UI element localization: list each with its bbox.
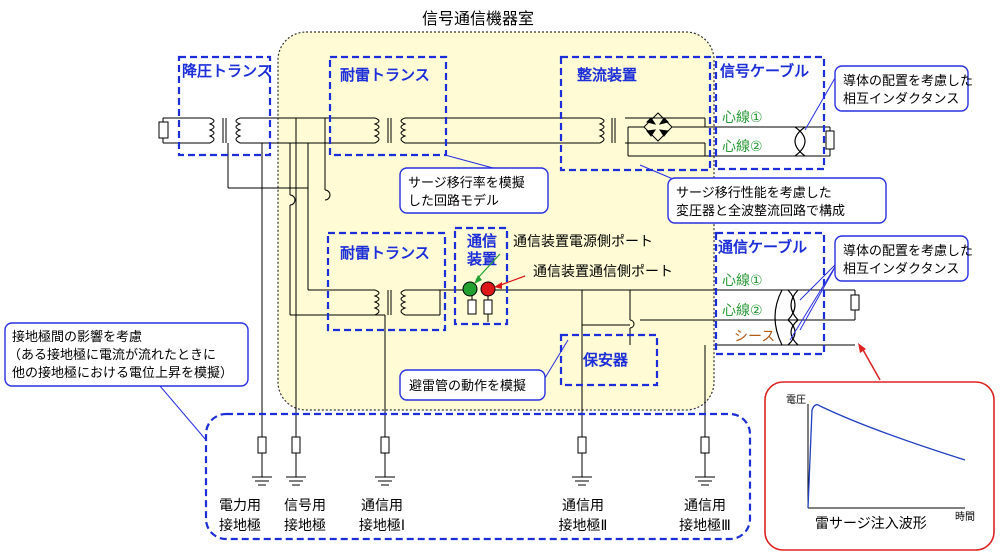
- surge-waveform-inset: 電圧 時間 雷サージ注入波形: [764, 343, 995, 551]
- callout-surge-performance: サージ移行性能を考慮した 変圧器と全波整流回路で構成: [639, 164, 887, 224]
- comm-core2-label: 心線②: [722, 303, 763, 319]
- callout-ground-line3: 他の接地極における電位上昇を模擬）: [12, 365, 233, 381]
- signal-cable-label: 信号ケーブル: [720, 62, 809, 80]
- ground-label-comm1-2: 接地極Ⅰ: [359, 517, 405, 534]
- equipment-room-area: [277, 31, 715, 411]
- diode-bridge: [628, 112, 705, 142]
- comm-port-label: 通信装置通信側ポート: [533, 264, 673, 280]
- comm-core1-label: 心線①: [722, 273, 763, 289]
- wiring: [158, 117, 860, 486]
- rectifier-label: 整流装置: [577, 66, 637, 84]
- waveform-xlabel: 時間: [955, 511, 975, 523]
- ground-label-signal-2: 接地極: [284, 517, 326, 534]
- callout-surge-model-line1: サージ移行率を模擬: [408, 175, 525, 191]
- protector-box: [559, 333, 659, 387]
- callout-mutual-mid: 導体の配置を考慮した 相互インダクタンス: [789, 235, 973, 341]
- callout-surge-model-line2: した回路モデル: [408, 193, 499, 209]
- ground-label-power-1: 電力用: [219, 498, 261, 514]
- ground-label-comm2-2: 接地極Ⅱ: [559, 517, 608, 534]
- power-port-label: 通信装置電源側ポート: [513, 234, 653, 250]
- waveform-caption: 雷サージ注入波形: [815, 516, 927, 532]
- ground-label-comm3-1: 通信用: [684, 498, 726, 514]
- lightning-transformer-mid-box: [326, 231, 447, 332]
- callout-mutual-top-line2: 相互インダクタンス: [843, 92, 959, 107]
- comm-device-label-1: 通信: [467, 232, 497, 250]
- ground-electrodes: [252, 436, 715, 486]
- comm-cable-box: [714, 231, 826, 356]
- transformer-coils: [208, 117, 616, 316]
- callout-surge-performance-line2: 変圧器と全波整流回路で構成: [676, 203, 845, 219]
- signal-core1-label: 心線①: [722, 110, 763, 126]
- callout-arrester-text: 避雷管の動作を模擬: [409, 378, 526, 394]
- comm-cable-label: 通信ケーブル: [718, 238, 807, 256]
- waveform-ylabel: 電圧: [786, 394, 806, 406]
- power-port-dot: [462, 281, 478, 297]
- surge-curve: [807, 404, 966, 509]
- comm-device-box: [453, 226, 509, 326]
- ground-electrodes-box: [204, 412, 752, 541]
- ground-label-comm2-1: 通信用: [562, 498, 604, 514]
- callout-ground-line2: （ある接地極に電流が流れたときに: [8, 347, 216, 363]
- signal-core2-label: 心線②: [722, 139, 763, 155]
- room-title: 信号通信機器室: [422, 9, 534, 28]
- protector-label: 保安器: [582, 351, 629, 369]
- callout-ground-influence: 接地極間の影響を考慮 （ある接地極に電流が流れたときに 他の接地極における電位上…: [4, 322, 249, 441]
- ground-label-power-2: 接地極: [219, 517, 261, 534]
- callout-mutual-mid-line2: 相互インダクタンス: [843, 262, 959, 277]
- callout-mutual-mid-line1: 導体の配置を考慮した: [843, 244, 973, 259]
- ground-label-signal-1: 信号用: [284, 498, 326, 514]
- callout-surge-model: サージ移行率を模擬 した回路モデル: [399, 154, 549, 214]
- callout-ground-line1: 接地極間の影響を考慮: [12, 329, 142, 345]
- sheath-label: シース: [734, 329, 775, 345]
- lightning-transformer-top-box: [328, 55, 448, 157]
- callout-mutual-top: 導体の配置を考慮した 相互インダクタンス: [804, 65, 973, 131]
- lightning-mid-label: 耐雷トランス: [340, 244, 430, 262]
- ground-label-comm3-2: 接地極Ⅲ: [679, 517, 731, 534]
- step-down-label: 降圧トランス: [182, 62, 272, 80]
- comm-port-dot: [480, 281, 496, 297]
- callout-surge-performance-line1: サージ移行性能を考慮した: [676, 186, 832, 201]
- mutual-inductance-arcs: [774, 126, 806, 346]
- callout-arrester: 避雷管の動作を模擬: [399, 339, 569, 401]
- callout-mutual-top-line1: 導体の配置を考慮した: [843, 74, 973, 89]
- comm-device-label-2: 装置: [466, 250, 497, 268]
- ground-labels: 電力用 接地極 信号用 接地極 通信用 接地極Ⅰ 通信用 接地極Ⅱ 通信用 接地…: [219, 498, 731, 534]
- step-down-transformer-box: [177, 55, 272, 157]
- rectifier-box: [559, 55, 712, 172]
- lightning-top-label: 耐雷トランス: [340, 66, 430, 84]
- ground-label-comm1-1: 通信用: [361, 498, 403, 514]
